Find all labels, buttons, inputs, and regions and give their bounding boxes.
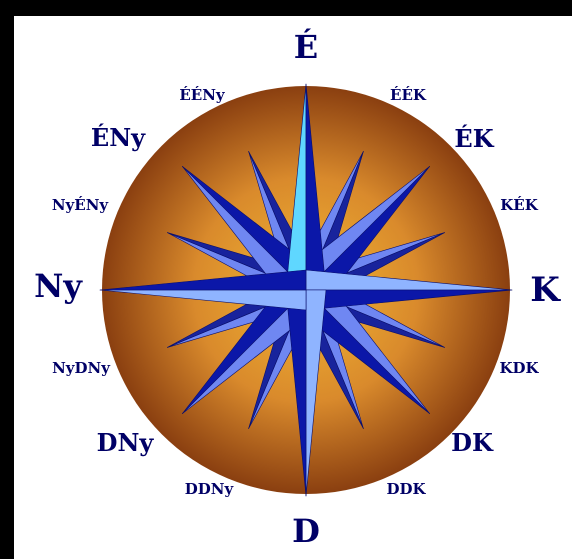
label-east-southeast: KDK [499, 359, 539, 377]
label-southwest: DNy [97, 428, 155, 457]
label-south-southwest: DDNy [185, 480, 235, 498]
label-west-northwest: NyÉNy [52, 196, 110, 214]
label-northwest: ÉNy [91, 123, 146, 152]
label-north: É [294, 28, 318, 66]
label-southeast: DK [451, 428, 494, 457]
label-north-northwest: ÉÉNy [179, 86, 226, 104]
label-south: D [292, 512, 320, 550]
label-west: Ny [34, 267, 83, 305]
label-north-northeast: ÉÉK [390, 86, 427, 104]
label-northeast: ÉK [454, 124, 494, 153]
label-west-southwest: NyDNy [52, 359, 111, 377]
label-east-northeast: KÉK [500, 196, 538, 214]
label-south-southeast: DDK [386, 480, 426, 498]
label-east: K [530, 270, 561, 310]
